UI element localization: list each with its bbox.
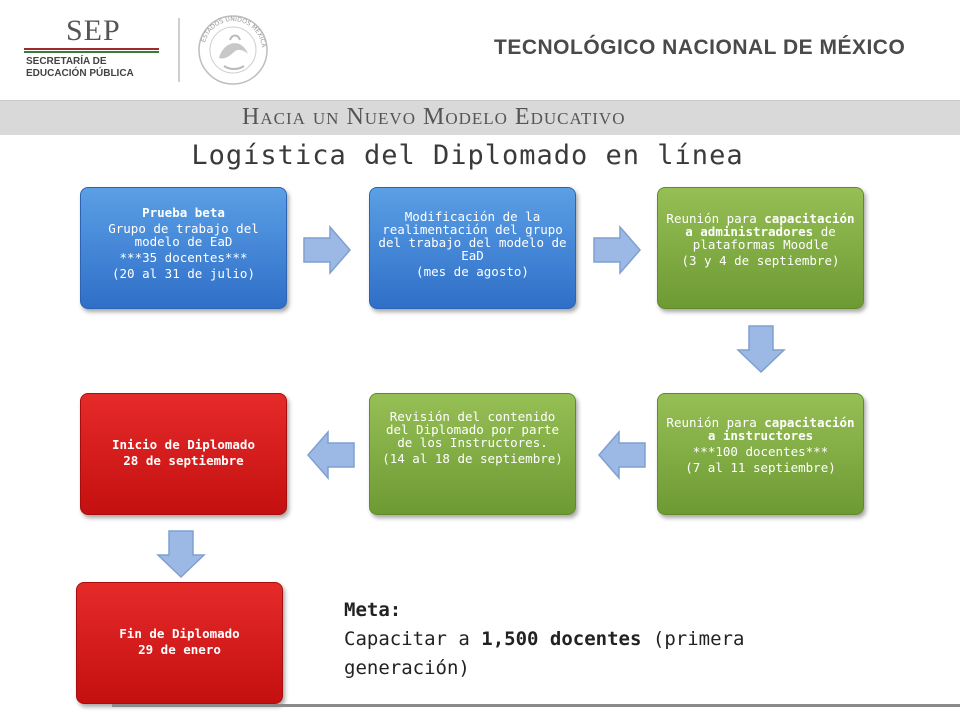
subtitle-band <box>0 100 960 135</box>
step3-desc-a: Reunión para <box>666 211 765 226</box>
sep-logo-title: SEP <box>66 14 121 47</box>
goal-text-a: Capacitar a <box>344 628 482 650</box>
goal-text-b: 1,500 docentes <box>481 628 642 650</box>
header: SEP SECRETARÍA DE EDUCACIÓN PÚBLICA ESTA… <box>0 0 960 100</box>
arrow-right-icon <box>593 225 641 275</box>
step3-desc: Reunión para capacitación a administrado… <box>666 212 855 251</box>
step7-title: Fin de Diplomado <box>119 626 240 641</box>
step1-desc: Grupo de trabajo del modelo de EaD <box>108 221 259 249</box>
sep-logo-line-green <box>24 51 159 53</box>
step4-date: (7 al 11 septiembre) <box>685 460 836 475</box>
step4-desc-b: capacitación a instructores <box>707 415 855 443</box>
arrow-down-icon <box>736 325 786 374</box>
step-modificacion: Modificación de la realimentación del gr… <box>369 187 576 309</box>
step6-title: Inicio de Diplomado <box>112 437 255 452</box>
step-reunion-instructores: Reunión para capacitación a instructores… <box>657 393 864 515</box>
step4-count: ***100 docentes*** <box>692 444 829 459</box>
arrow-down-icon <box>156 530 206 579</box>
slide-title: Logística del Diplomado en línea <box>191 140 744 171</box>
step-reunion-administradores: Reunión para capacitación a administrado… <box>657 187 864 309</box>
goal-text-c: (primera generación) <box>344 628 745 679</box>
step1-date: (20 al 31 de julio) <box>112 266 255 281</box>
step-revision-contenido: Revisión del contenido del Diplomado por… <box>369 393 576 515</box>
step2-desc: Modificación de la realimentación del gr… <box>378 209 567 263</box>
band-text: Hacia un Nuevo Modelo Educativo <box>242 104 626 130</box>
step4-desc-a: Reunión para <box>666 415 765 430</box>
step3-date: (3 y 4 de septiembre) <box>681 253 840 268</box>
goal-text: Meta: Capacitar a 1,500 docentes (primer… <box>344 596 874 683</box>
step6-date: 28 de septiembre <box>123 453 244 468</box>
step7-date: 29 de enero <box>138 642 221 657</box>
footer-line <box>112 704 960 707</box>
step5-date: (14 al 18 de septiembre) <box>382 451 563 466</box>
step4-desc: Reunión para capacitación a instructores <box>666 416 855 442</box>
goal-description: Capacitar a 1,500 docentes (primera gene… <box>344 625 874 683</box>
sep-subtitle-line1: SECRETARÍA DE <box>26 56 107 67</box>
sep-logo-subtitle: SECRETARÍA DE EDUCACIÓN PÚBLICA <box>26 56 134 80</box>
arrow-right-icon <box>303 225 351 275</box>
sep-subtitle-line2: EDUCACIÓN PÚBLICA <box>26 68 134 79</box>
arrow-left-icon <box>307 430 355 480</box>
header-divider <box>178 18 180 82</box>
goal-label: Meta: <box>344 599 402 621</box>
step1-title: Prueba beta <box>142 205 225 220</box>
step-prueba-beta: Prueba beta Grupo de trabajo del modelo … <box>80 187 287 309</box>
mexico-seal-icon: ESTADOS UNIDOS MEXICANOS <box>194 10 268 85</box>
step1-count: ***35 docentes*** <box>119 250 248 265</box>
arrow-left-icon <box>598 430 646 480</box>
step-inicio-diplomado: Inicio de Diplomado 28 de septiembre <box>80 393 287 515</box>
sep-logo-line-red <box>24 48 159 50</box>
step2-date: (mes de agosto) <box>416 264 529 279</box>
step3-desc-b: capacitación a administradores <box>685 211 855 239</box>
step-fin-diplomado: Fin de Diplomado 29 de enero <box>76 582 283 704</box>
step5-desc: Revisión del contenido del Diplomado por… <box>385 409 560 450</box>
step3-desc-c: de plataformas Moodle <box>692 224 836 252</box>
institution-name: TECNOLÓGICO NACIONAL DE MÉXICO <box>494 36 906 59</box>
